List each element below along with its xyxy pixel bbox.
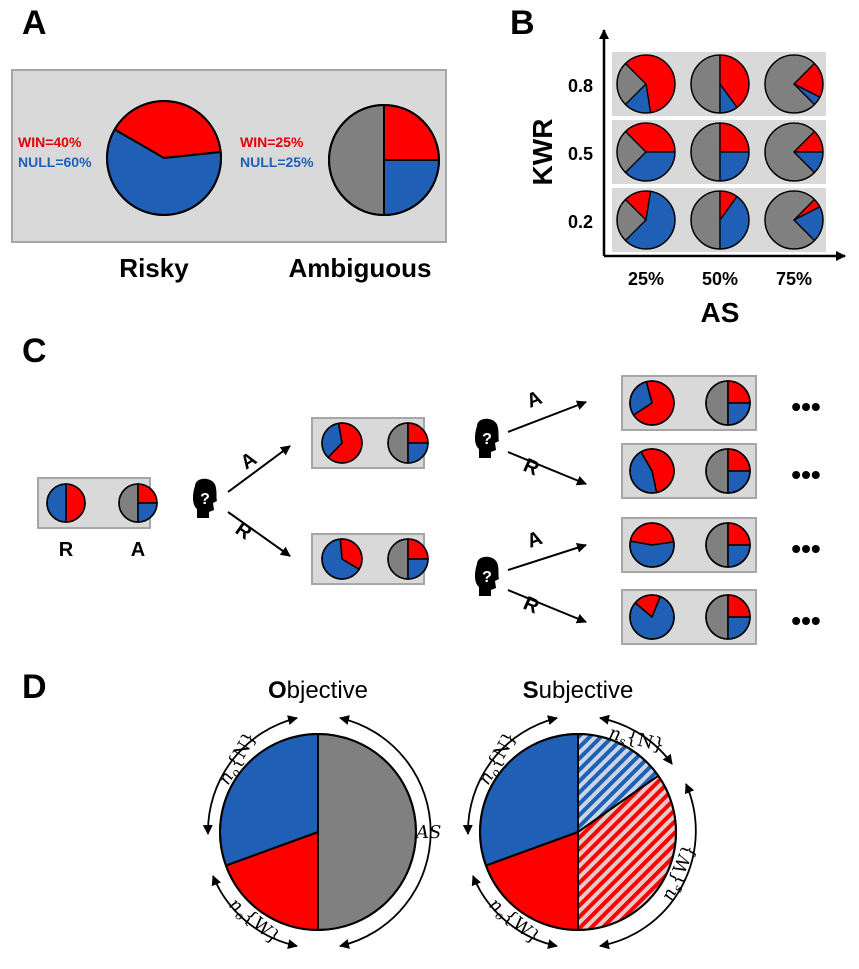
pie-outline (629, 594, 675, 640)
panel-a-label: A (22, 4, 47, 42)
objective-title-rest: bjective (287, 677, 368, 704)
objective-as-label: AS (414, 822, 441, 843)
subjective-ns-win-arc (599, 783, 697, 950)
row-label-2: 0.2 (568, 212, 593, 232)
ellipsis-2: ••• (791, 459, 820, 490)
arrow-a-1 (227, 445, 291, 493)
pie-outline (690, 54, 750, 114)
svg-text:?: ? (482, 569, 492, 586)
row-label-0: 0.8 (568, 76, 593, 96)
subjective-null-arc (462, 715, 558, 835)
risky-caption: Risky (119, 253, 189, 283)
y-axis-title: KWR (527, 119, 558, 186)
col-label-1: 50% (702, 269, 738, 289)
subjective-ns-null-arc (599, 714, 673, 765)
ambiguous-caption: Ambiguous (289, 253, 432, 283)
panel-c-label: C (22, 332, 47, 370)
x-axis-title: AS (701, 297, 740, 328)
pie-outline (321, 422, 363, 464)
pie-outline (387, 538, 429, 580)
objective-win-arc (211, 875, 298, 950)
svg-text:?: ? (482, 431, 492, 448)
subjective-title-first: S (523, 677, 539, 704)
person-question-icon: ? (193, 478, 217, 518)
arrow-r-2r (507, 589, 587, 624)
objective-null-arc (202, 715, 298, 835)
pie-outline (46, 483, 86, 523)
branch-label-a-2r: A (524, 527, 545, 553)
arrow-a-2r (507, 542, 587, 571)
subjective-title-rest: ubjective (539, 677, 634, 704)
person-question-icon: ? (475, 556, 499, 596)
panel-d-label: D (22, 668, 47, 706)
panel-b-label: B (510, 4, 535, 42)
pie-outline (106, 100, 222, 216)
pie-outline (616, 190, 676, 250)
pie-outline (629, 380, 675, 426)
ambiguous-slice (317, 733, 417, 931)
pie-outline (321, 538, 363, 580)
subjective-win-arc (471, 875, 558, 950)
objective-title: Objective (268, 677, 368, 704)
col-label-0: 25% (628, 269, 664, 289)
arrow-r-1 (227, 511, 291, 557)
start-label-a: A (131, 539, 145, 561)
branch-label-r-1: R (231, 518, 256, 545)
ambiguous-null-label: NULL=25% (240, 154, 314, 170)
person-question-icon: ? (475, 418, 499, 458)
pie-outline (616, 122, 676, 182)
risky-pie (106, 100, 222, 216)
pie-outline (387, 422, 429, 464)
ambiguous-win-label: WIN=25% (240, 134, 304, 150)
subjective-ns-win-sub: s (670, 883, 685, 894)
pie-grid (616, 54, 824, 250)
risky-null-label: NULL=60% (18, 154, 92, 170)
pie-outline (328, 104, 440, 216)
start-label-r: R (59, 539, 74, 561)
pie-outline (764, 54, 824, 114)
pie-outline (705, 448, 751, 494)
row-label-1: 0.5 (568, 144, 593, 164)
arrow-r-2a (507, 451, 587, 486)
objective-as-arc (339, 715, 432, 949)
pie-outline (690, 122, 750, 182)
ellipsis-4: ••• (791, 605, 820, 636)
pie-outline (705, 522, 751, 568)
pie-outline (705, 380, 751, 426)
pie-outline (616, 54, 676, 114)
pie-outline (629, 448, 675, 494)
ambiguous-pie (328, 104, 440, 216)
svg-text:?: ? (200, 491, 210, 508)
risky-win-label: WIN=40% (18, 134, 82, 150)
tree-pies (321, 380, 751, 640)
objective-title-first: O (268, 677, 287, 704)
pie-outline (118, 483, 158, 523)
ellipsis-1: ••• (791, 391, 820, 422)
objective-pie (219, 733, 417, 931)
branch-label-a-2a: A (524, 387, 546, 413)
pie-outline (764, 122, 824, 182)
pie-outline (629, 522, 675, 568)
subjective-title: Subjective (523, 677, 634, 704)
pie-outline (705, 594, 751, 640)
start-pies (46, 483, 158, 523)
arrow-a-2a (507, 400, 587, 433)
subjective-ns-null-symbol: n (607, 722, 623, 745)
pie-outline (764, 190, 824, 250)
col-label-2: 75% (776, 269, 812, 289)
subjective-ns-null-sub: s (618, 734, 627, 749)
subjective-pie (479, 733, 677, 931)
ellipsis-3: ••• (791, 533, 820, 564)
pie-outline (690, 190, 750, 250)
